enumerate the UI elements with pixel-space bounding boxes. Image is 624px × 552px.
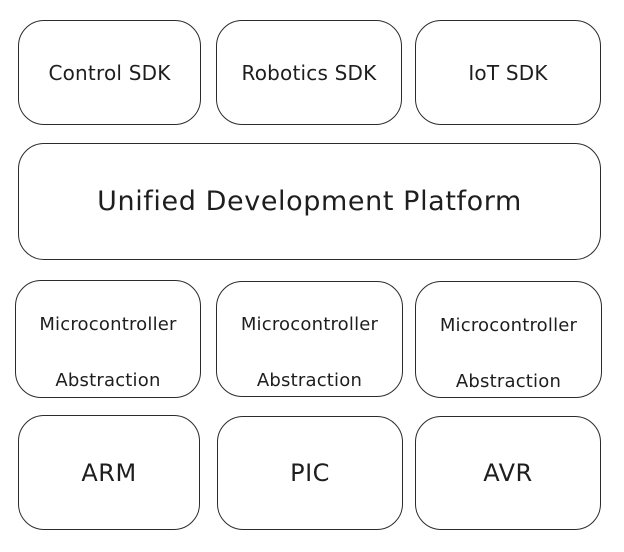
unified-platform-box: Unified Development Platform (18, 143, 601, 260)
abstraction-line2-3: Abstraction (455, 370, 562, 392)
iot-sdk-label: IoT SDK (468, 60, 548, 85)
abstraction-line2-1: Abstraction (55, 370, 161, 391)
abstraction-label-2: Microcontroller Abstraction (241, 283, 378, 395)
control-sdk-label: Control SDK (48, 60, 171, 85)
abstraction-label-1: Microcontroller Abstraction (39, 283, 176, 395)
abstraction-line1-1: Microcontroller (39, 314, 177, 335)
microcontroller-abstraction-box-2: Microcontroller Abstraction (216, 281, 403, 397)
robotics-sdk-box: Robotics SDK (216, 20, 402, 125)
abstraction-line1-3: Microcontroller (439, 314, 578, 336)
abstraction-label-3: Microcontroller Abstraction (440, 284, 577, 396)
abstraction-line2-2: Abstraction (256, 370, 363, 391)
robotics-sdk-label: Robotics SDK (241, 60, 377, 85)
microcontroller-abstraction-box-3: Microcontroller Abstraction (415, 281, 602, 398)
control-sdk-box: Control SDK (18, 20, 201, 125)
abstraction-line1-2: Microcontroller (240, 314, 379, 335)
iot-sdk-box: IoT SDK (415, 20, 601, 125)
pic-label: PIC (290, 459, 330, 487)
arm-label: ARM (81, 458, 137, 487)
avr-label: AVR (483, 459, 533, 487)
microcontroller-abstraction-box-1: Microcontroller Abstraction (15, 280, 201, 398)
pic-box: PIC (217, 416, 403, 530)
arm-box: ARM (18, 415, 200, 530)
unified-platform-label: Unified Development Platform (97, 186, 522, 217)
avr-box: AVR (415, 416, 601, 530)
